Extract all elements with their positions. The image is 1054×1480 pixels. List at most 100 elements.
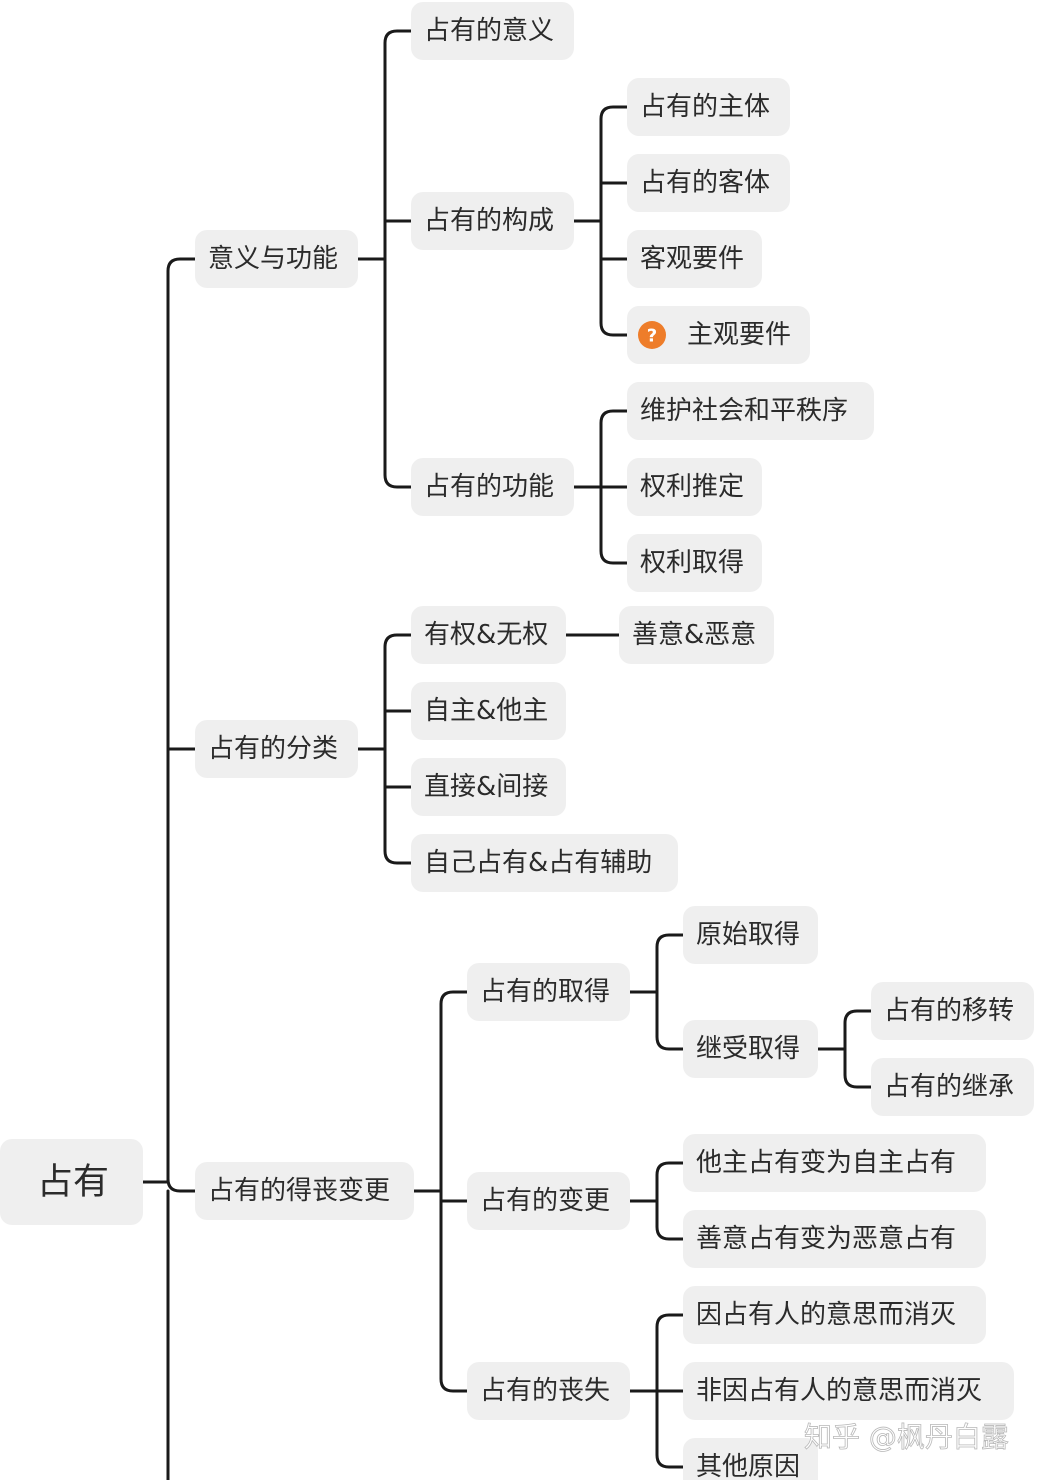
connector-line bbox=[383, 29, 413, 261]
node-box bbox=[627, 382, 874, 440]
mindmap-node[interactable]: 维护社会和平秩序 bbox=[627, 382, 874, 440]
mindmap-node[interactable]: 因占有人的意思而消灭 bbox=[683, 1286, 986, 1344]
connector-line bbox=[383, 633, 413, 751]
mindmap-node[interactable]: 占有的意义 bbox=[411, 2, 574, 60]
node-label: 意义与功能 bbox=[208, 244, 338, 274]
node-box bbox=[619, 606, 774, 664]
root-label: 占有 bbox=[37, 1162, 109, 1203]
mindmap-node[interactable]: 客观要件 bbox=[627, 230, 762, 288]
node-label: 占有的丧失 bbox=[480, 1376, 610, 1406]
node-box bbox=[683, 1362, 1014, 1420]
mindmap-node[interactable]: 占有的变更 bbox=[467, 1172, 630, 1230]
node-label: 权利推定 bbox=[640, 472, 744, 502]
mindmap-node[interactable]: 占有的构成 bbox=[411, 192, 574, 250]
mindmap-node[interactable]: 他主占有变为自主占有 bbox=[683, 1134, 986, 1192]
connector-line bbox=[843, 1009, 873, 1051]
connector-line bbox=[655, 1313, 685, 1393]
node-label: 善意占有变为恶意占有 bbox=[696, 1224, 956, 1254]
mindmap-node[interactable]: 有权&无权 bbox=[411, 606, 566, 664]
node-label: 客观要件 bbox=[640, 244, 744, 274]
node-box bbox=[627, 230, 762, 288]
node-label: 他主占有变为自主占有 bbox=[696, 1148, 956, 1178]
node-box bbox=[871, 982, 1034, 1040]
mindmap-node[interactable]: 非因占有人的意思而消灭 bbox=[683, 1362, 1014, 1420]
node-label: 占有的继承 bbox=[884, 1072, 1014, 1102]
connector-layer bbox=[141, 29, 873, 1480]
mindmap-node[interactable]: 善意&恶意 bbox=[619, 606, 774, 664]
mindmap-node[interactable]: ? 主观要件 bbox=[627, 306, 810, 364]
node-box bbox=[683, 1438, 818, 1480]
node-box bbox=[627, 78, 790, 136]
node-label: 占有的分类 bbox=[208, 734, 338, 764]
node-box bbox=[683, 1286, 986, 1344]
mindmap-node[interactable]: 占有的分类 bbox=[195, 720, 358, 778]
connector-line bbox=[599, 105, 629, 223]
node-box bbox=[683, 1020, 818, 1078]
node-box bbox=[467, 1362, 630, 1420]
connector-line bbox=[655, 1161, 685, 1203]
node-label: 自己占有&占有辅助 bbox=[424, 848, 652, 878]
node-label: 自主&他主 bbox=[424, 696, 548, 726]
node-box bbox=[627, 154, 790, 212]
connector-line bbox=[383, 747, 413, 865]
connector-line bbox=[599, 409, 629, 489]
mindmap-node[interactable]: 占有的主体 bbox=[627, 78, 790, 136]
root-node[interactable]: 占有 bbox=[0, 1139, 143, 1225]
connector-line bbox=[655, 1389, 685, 1469]
mindmap-node[interactable]: 占有的取得 bbox=[467, 963, 630, 1021]
mindmap-node[interactable]: 占有的移转 bbox=[871, 982, 1034, 1040]
mindmap-node[interactable]: 其他原因 bbox=[683, 1438, 818, 1480]
connector-line bbox=[599, 485, 629, 565]
mindmap-node[interactable]: 占有的继承 bbox=[871, 1058, 1034, 1116]
mindmap-node[interactable]: 善意占有变为恶意占有 bbox=[683, 1210, 986, 1268]
mindmap-node[interactable]: 占有的功能 bbox=[411, 458, 574, 516]
mindmap-node[interactable]: 占有的丧失 bbox=[467, 1362, 630, 1420]
node-box bbox=[683, 906, 818, 964]
question-icon: ? bbox=[638, 321, 666, 349]
node-box bbox=[467, 963, 630, 1021]
node-label: 非因占有人的意思而消灭 bbox=[696, 1376, 982, 1406]
mindmap-node[interactable]: 占有的得丧变更 bbox=[195, 1162, 414, 1220]
node-label: 占有的得丧变更 bbox=[208, 1176, 390, 1206]
node-box bbox=[411, 606, 566, 664]
mindmap-node[interactable]: 自主&他主 bbox=[411, 682, 566, 740]
svg-text:?: ? bbox=[647, 326, 657, 347]
watermark-text: 知乎 @枫丹白露 bbox=[804, 1421, 1009, 1454]
connector-line bbox=[383, 257, 413, 489]
node-label: 原始取得 bbox=[696, 920, 800, 950]
node-box bbox=[411, 758, 566, 816]
connector-line bbox=[655, 990, 685, 1051]
connector-line bbox=[843, 1047, 873, 1089]
connector-line bbox=[439, 990, 469, 1193]
node-label: 维护社会和平秩序 bbox=[640, 396, 848, 426]
node-box bbox=[627, 306, 810, 364]
node-box bbox=[467, 1172, 630, 1230]
node-label: 直接&间接 bbox=[424, 772, 548, 802]
node-label: 主观要件 bbox=[687, 320, 791, 350]
mindmap-node[interactable]: 继受取得 bbox=[683, 1020, 818, 1078]
node-box bbox=[627, 458, 762, 516]
node-box bbox=[411, 682, 566, 740]
node-box bbox=[195, 720, 358, 778]
node-label: 占有的主体 bbox=[640, 92, 770, 122]
node-box bbox=[195, 230, 358, 288]
node-box bbox=[195, 1162, 414, 1220]
node-box bbox=[627, 534, 762, 592]
mindmap-node[interactable]: 权利推定 bbox=[627, 458, 762, 516]
node-label: 其他原因 bbox=[696, 1452, 800, 1480]
mindmap-node[interactable]: 占有的客体 bbox=[627, 154, 790, 212]
mindmap-node[interactable]: 意义与功能 bbox=[195, 230, 358, 288]
node-box bbox=[411, 2, 574, 60]
mindmap-node[interactable]: 自己占有&占有辅助 bbox=[411, 834, 678, 892]
connector-line bbox=[166, 1178, 197, 1193]
root-node-box bbox=[0, 1139, 143, 1225]
connector-line bbox=[166, 257, 197, 1184]
mindmap-node[interactable]: 权利取得 bbox=[627, 534, 762, 592]
mindmap-node[interactable]: 原始取得 bbox=[683, 906, 818, 964]
node-label: 占有的取得 bbox=[480, 977, 610, 1007]
connector-line bbox=[655, 933, 685, 994]
node-label: 因占有人的意思而消灭 bbox=[696, 1300, 956, 1330]
mindmap-node[interactable]: 直接&间接 bbox=[411, 758, 566, 816]
